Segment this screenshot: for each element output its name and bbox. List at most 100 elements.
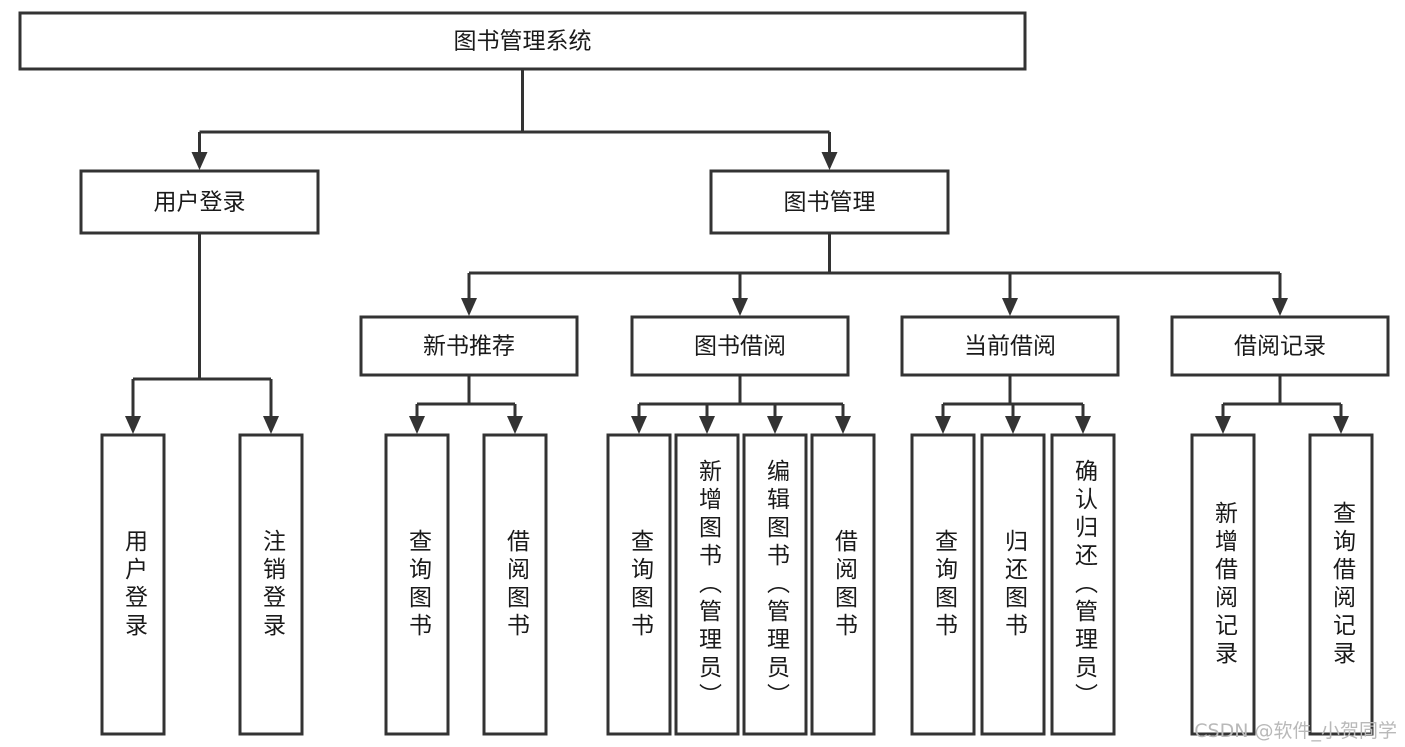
node-box — [359, 315, 579, 377]
node-label-wrap: 编辑图书（管理员） — [762, 458, 789, 711]
node-label: 借阅图书 — [830, 528, 857, 641]
node-leaf-add-book-admin[interactable]: 新增图书（管理员） — [674, 433, 740, 736]
node-box — [742, 433, 808, 736]
node-label: 归还图书 — [1000, 528, 1027, 641]
node-label: 图书借阅 — [694, 334, 786, 360]
arrow-head-icon — [1272, 298, 1288, 316]
node-label: 当前借阅 — [964, 334, 1056, 360]
arrow-head-icon — [507, 416, 523, 434]
connector-group-borrow-record — [1215, 375, 1349, 434]
node-leaf-add-borrow-record[interactable]: 新增借阅记录 — [1190, 433, 1256, 736]
node-box — [674, 433, 740, 736]
arrow-head-icon — [935, 416, 951, 434]
node-borrow-record[interactable]: 借阅记录 — [1170, 315, 1390, 377]
node-current-borrow[interactable]: 当前借阅 — [900, 315, 1120, 377]
node-label: 借阅图书 — [502, 528, 529, 641]
node-box — [910, 433, 976, 736]
node-label: 用户登录 — [120, 528, 147, 641]
node-box — [1170, 315, 1390, 377]
arrow-head-icon — [699, 416, 715, 434]
arrow-head-icon — [461, 298, 477, 316]
node-label-wrap: 确认归还（管理员） — [1070, 458, 1097, 711]
node-leaf-query-book-borrow[interactable]: 查询图书 — [606, 433, 672, 736]
node-box — [630, 315, 850, 377]
node-box — [79, 169, 320, 235]
node-layer: 图书管理系统用户登录图书管理新书推荐图书借阅当前借阅借阅记录用户登录注销登录查询… — [18, 11, 1390, 736]
connector-group-new-book-recommend — [409, 375, 523, 434]
node-label-wrap: 借阅图书 — [830, 528, 857, 641]
node-label: 新书推荐 — [423, 334, 515, 360]
node-box — [100, 433, 166, 736]
arrow-head-icon — [191, 152, 208, 170]
node-leaf-query-book-current[interactable]: 查询图书 — [910, 433, 976, 736]
node-box — [980, 433, 1046, 736]
node-leaf-borrow-book-recommend[interactable]: 借阅图书 — [482, 433, 548, 736]
node-label: 用户登录 — [154, 190, 246, 216]
node-box — [482, 433, 548, 736]
node-box — [1190, 433, 1256, 736]
node-label-wrap: 新增图书（管理员） — [694, 458, 721, 711]
arrow-head-icon — [1333, 416, 1349, 434]
arrow-head-icon — [835, 416, 851, 434]
node-leaf-edit-book-admin[interactable]: 编辑图书（管理员） — [742, 433, 808, 736]
arrow-head-icon — [125, 416, 141, 434]
arrow-head-icon — [1002, 298, 1018, 316]
connector-group-root — [191, 69, 838, 170]
node-label-wrap: 查询图书 — [930, 528, 957, 641]
node-label: 编辑图书（管理员） — [762, 458, 789, 711]
node-leaf-borrow-book[interactable]: 借阅图书 — [810, 433, 876, 736]
node-box — [1050, 433, 1116, 736]
node-label-wrap: 注销登录 — [258, 528, 285, 641]
node-box — [1308, 433, 1374, 736]
node-leaf-query-borrow-record[interactable]: 查询借阅记录 — [1308, 433, 1374, 736]
node-label-wrap: 查询借阅记录 — [1328, 500, 1355, 669]
node-label-wrap: 用户登录 — [120, 528, 147, 641]
node-label: 确认归还（管理员） — [1070, 458, 1097, 711]
arrow-head-icon — [631, 416, 647, 434]
node-leaf-user-login[interactable]: 用户登录 — [100, 433, 166, 736]
connector-group-current-borrow — [935, 375, 1091, 434]
arrow-head-icon — [767, 416, 783, 434]
node-leaf-logout[interactable]: 注销登录 — [238, 433, 304, 736]
node-label: 图书管理系统 — [454, 29, 592, 55]
node-label-wrap: 查询图书 — [627, 529, 653, 641]
node-label: 借阅记录 — [1234, 334, 1326, 360]
node-label: 注销登录 — [258, 528, 285, 641]
node-box — [900, 315, 1120, 377]
node-label: 新增图书（管理员） — [694, 458, 721, 711]
node-user-login[interactable]: 用户登录 — [79, 169, 320, 235]
node-box — [709, 169, 950, 235]
arrow-head-icon — [1215, 416, 1231, 434]
arrow-head-icon — [821, 152, 838, 170]
connector-group-book-management — [461, 233, 1288, 316]
connector-layer — [125, 69, 1349, 434]
node-label: 查询借阅记录 — [1328, 500, 1355, 669]
node-box — [606, 433, 672, 736]
node-box — [18, 11, 1027, 71]
arrow-head-icon — [732, 298, 748, 316]
node-book-management[interactable]: 图书管理 — [709, 169, 950, 235]
node-new-book-recommend[interactable]: 新书推荐 — [359, 315, 579, 377]
arrow-head-icon — [263, 416, 279, 434]
node-book-borrow[interactable]: 图书借阅 — [630, 315, 850, 377]
node-label-wrap: 借阅图书 — [502, 528, 529, 641]
node-label: 查询图书 — [930, 528, 957, 641]
node-label: 新增借阅记录 — [1210, 500, 1237, 669]
node-label-wrap: 查询图书 — [404, 528, 431, 641]
node-label: 查询图书 — [404, 528, 431, 641]
node-root[interactable]: 图书管理系统 — [18, 11, 1027, 71]
node-leaf-query-book-recommend[interactable]: 查询图书 — [384, 433, 450, 736]
arrow-head-icon — [1075, 416, 1091, 434]
node-box — [810, 433, 876, 736]
node-box — [238, 433, 304, 736]
node-box — [384, 433, 450, 736]
node-label: 图书管理 — [784, 190, 876, 216]
node-leaf-return-book[interactable]: 归还图书 — [980, 433, 1046, 736]
connector-group-book-borrow — [631, 375, 851, 434]
node-label-wrap: 归还图书 — [1000, 528, 1027, 641]
connector-group-user-login — [125, 233, 279, 434]
node-leaf-confirm-return-admin[interactable]: 确认归还（管理员） — [1050, 433, 1116, 736]
arrow-head-icon — [409, 416, 425, 434]
